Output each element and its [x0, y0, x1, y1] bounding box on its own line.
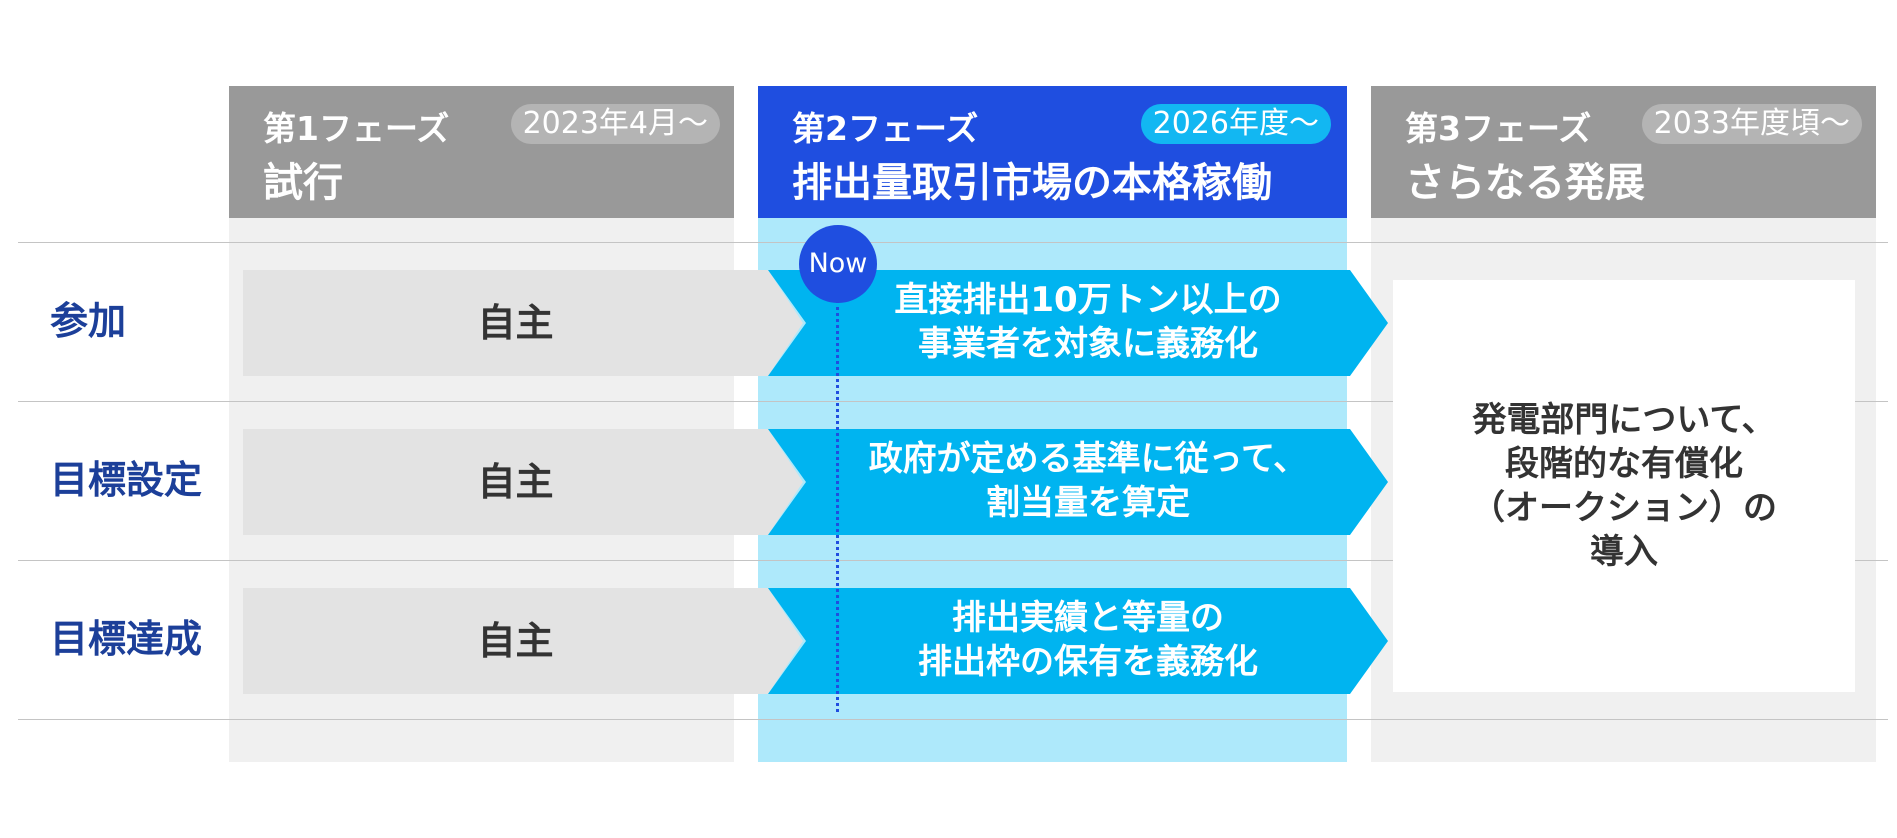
phase3-note-line: 導入	[1590, 532, 1658, 572]
now-timeline-line	[836, 300, 839, 712]
obligation-text: 政府が定める基準に従って、 割当量を算定	[848, 437, 1328, 525]
phase1-header: 第1フェーズ 2023年4月〜 試行	[229, 86, 734, 218]
voluntary-label: 自主	[477, 619, 554, 663]
phase3-name: 第3フェーズ	[1405, 109, 1592, 148]
phase3-note-line: （オークション）の	[1471, 488, 1777, 528]
phase2-name: 第2フェーズ	[792, 109, 979, 148]
row-label-participation: 参加	[50, 299, 127, 343]
phase3-note-line: 発電部門について、	[1472, 400, 1776, 440]
obligation-arrow-shape	[768, 270, 1388, 376]
row-label-target-setting: 目標設定	[50, 458, 203, 502]
obligation-text-line: 事業者を対象に義務化	[918, 324, 1258, 364]
obligation-arrow: 政府が定める基準に従って、 割当量を算定	[768, 429, 1388, 535]
phase3-note-box: 発電部門について、 段階的な有償化 （オークション）の 導入	[1393, 280, 1855, 692]
phase2-title: 排出量取引市場の本格稼働	[792, 160, 1272, 206]
voluntary-arrow: 自主	[243, 429, 803, 535]
phase1-title: 試行	[263, 160, 343, 206]
phase3-date-badge: 2033年度頃〜	[1641, 104, 1862, 144]
row-divider	[18, 719, 1888, 720]
phase3-header: 第3フェーズ 2033年度頃〜 さらなる発展	[1371, 86, 1876, 218]
voluntary-label: 自主	[477, 301, 554, 345]
row-divider	[18, 242, 1888, 243]
row-label-target-achievement: 目標達成	[50, 617, 203, 661]
obligation-text-line: 直接排出10万トン以上の	[894, 280, 1282, 320]
voluntary-arrow-shape	[243, 429, 803, 535]
row-divider	[18, 560, 1888, 561]
phase3-note-text: 発電部門について、 段階的な有償化 （オークション）の 導入	[1393, 398, 1855, 574]
now-badge: Now	[799, 225, 877, 303]
obligation-arrow-shape	[768, 588, 1388, 694]
obligation-text-line: 割当量を算定	[986, 483, 1190, 523]
row-divider	[18, 401, 1888, 402]
phase1-name: 第1フェーズ	[263, 109, 450, 148]
obligation-arrow: 直接排出10万トン以上の 事業者を対象に義務化	[768, 270, 1388, 376]
obligation-text-line: 排出枠の保有を義務化	[918, 642, 1258, 682]
obligation-text: 直接排出10万トン以上の 事業者を対象に義務化	[848, 278, 1328, 366]
obligation-arrow-shape	[768, 429, 1388, 535]
phase3-title: さらなる発展	[1405, 160, 1645, 206]
obligation-text: 排出実績と等量の 排出枠の保有を義務化	[848, 596, 1328, 684]
voluntary-arrow-shape	[243, 270, 803, 376]
obligation-arrow: 排出実績と等量の 排出枠の保有を義務化	[768, 588, 1388, 694]
obligation-text-line: 排出実績と等量の	[952, 598, 1224, 638]
voluntary-arrow: 自主	[243, 588, 803, 694]
phase2-header: 第2フェーズ 2026年度〜 排出量取引市場の本格稼働	[758, 86, 1347, 218]
obligation-text-line: 政府が定める基準に従って、	[868, 439, 1308, 479]
voluntary-label: 自主	[477, 460, 554, 504]
phase2-date-badge: 2026年度〜	[1140, 104, 1331, 144]
phase3-note-line: 段階的な有償化	[1505, 444, 1743, 484]
voluntary-arrow-shape	[243, 588, 803, 694]
voluntary-arrow: 自主	[243, 270, 803, 376]
phase1-date-badge: 2023年4月〜	[510, 104, 720, 144]
